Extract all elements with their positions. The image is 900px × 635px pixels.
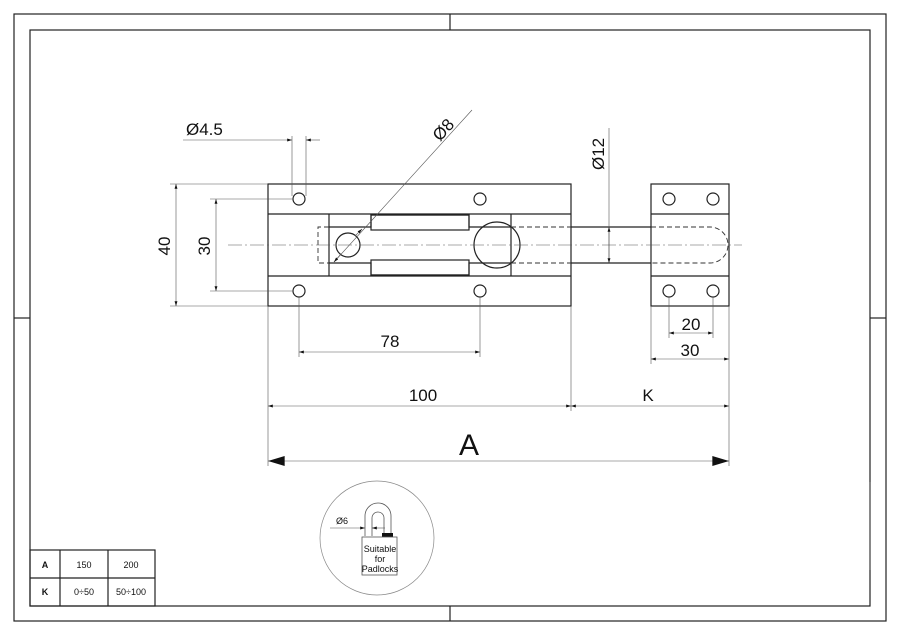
dim-body-length: 100 — [409, 386, 437, 405]
table-cell: 200 — [123, 560, 138, 570]
mount-hole — [473, 192, 487, 206]
mount-hole — [473, 284, 487, 298]
dim-keeper-width: 30 — [681, 341, 700, 360]
dim-bolt-dia: Ø8 — [429, 115, 458, 145]
table-cell: 0÷50 — [74, 587, 94, 597]
drawing-frame — [13, 13, 887, 622]
dim-rod-dia: Ø12 — [589, 138, 608, 170]
table-cell: 50÷100 — [116, 587, 146, 597]
padlock-text-3: Padlocks — [362, 564, 399, 574]
table-row-label: K — [42, 587, 49, 597]
dim-hole-spacing: 78 — [381, 332, 400, 351]
dim-hole-dia: Ø4.5 — [186, 120, 223, 139]
padlock-text-1: Suitable — [364, 544, 397, 554]
dimensions: Ø4.5 40 30 Ø8 Ø12 78 20 30 — [155, 109, 730, 466]
dim-keeper-hole-spacing: 20 — [682, 315, 701, 334]
bolt-rod — [571, 226, 729, 264]
dim-total-length: A — [459, 429, 479, 462]
size-table: A 150 200 K 0÷50 50÷100 — [29, 549, 156, 607]
table-cell: 150 — [76, 560, 91, 570]
dim-height-inner: 30 — [195, 237, 214, 256]
mount-hole — [292, 192, 306, 206]
padlock-shackle-dia: Ø6 — [336, 516, 348, 526]
mount-hole — [292, 284, 306, 298]
padlock-badge: Ø6 Suitable for Padlocks — [319, 480, 435, 596]
dim-height-outer: 40 — [155, 237, 174, 256]
dim-extension: K — [642, 386, 654, 405]
padlock-text-2: for — [375, 554, 386, 564]
table-row-label: A — [42, 560, 49, 570]
